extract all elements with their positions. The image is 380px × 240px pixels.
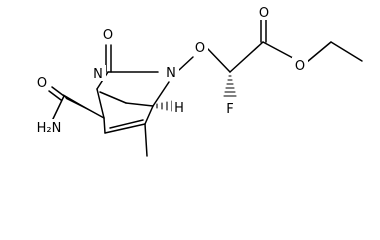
bond-chf-cester — [229, 41, 264, 73]
bond-c5-n6 — [152, 81, 170, 107]
bond-c3-c4-double — [109, 119, 144, 129]
wedge-c2-amide — [63, 94, 104, 118]
atom-o-amide: O — [37, 76, 47, 91]
atom-o-carbonyl: O — [103, 28, 113, 43]
atom-hydrogen: H — [174, 101, 184, 116]
atom-nh2-amide: H₂N — [37, 121, 62, 136]
atom-o-ether: O — [195, 41, 205, 56]
bond-c2-c3 — [103, 117, 106, 134]
atom-n-bridge: N — [93, 67, 103, 82]
stereo-bonds — [63, 75, 237, 118]
bond-c4-methyl — [144, 123, 148, 157]
atom-o-ester-carbonyl: O — [259, 6, 269, 21]
bond-c4-c5 — [144, 105, 154, 125]
bond-amide-c-o-a — [51, 86, 65, 97]
bond-o-ch2 — [306, 41, 332, 63]
bond-cester-o — [262, 41, 294, 59]
bond-ch2-ch3 — [330, 41, 363, 62]
atom-labels: O N N O O O F H O H₂N — [34, 4, 308, 136]
molecule-structure: O N N O O O F H O H₂N — [34, 4, 363, 157]
hash-c5-h — [156, 100, 173, 112]
bond-c5-ch2 — [125, 102, 154, 107]
bond-amide-c-n — [51, 95, 65, 122]
bond-n6-o — [178, 56, 194, 71]
hash-chf-f — [223, 75, 237, 97]
atom-n-right: N — [166, 66, 176, 81]
bond-amide-c-o-b — [48, 90, 62, 101]
bond-ch2-n1 — [99, 91, 127, 104]
bond-n1-c2 — [96, 88, 105, 119]
atom-o-ester: O — [295, 59, 305, 74]
bond-c3-c4 — [104, 123, 146, 134]
atom-fluorine: F — [226, 102, 233, 117]
bond-o-chf — [206, 47, 231, 73]
